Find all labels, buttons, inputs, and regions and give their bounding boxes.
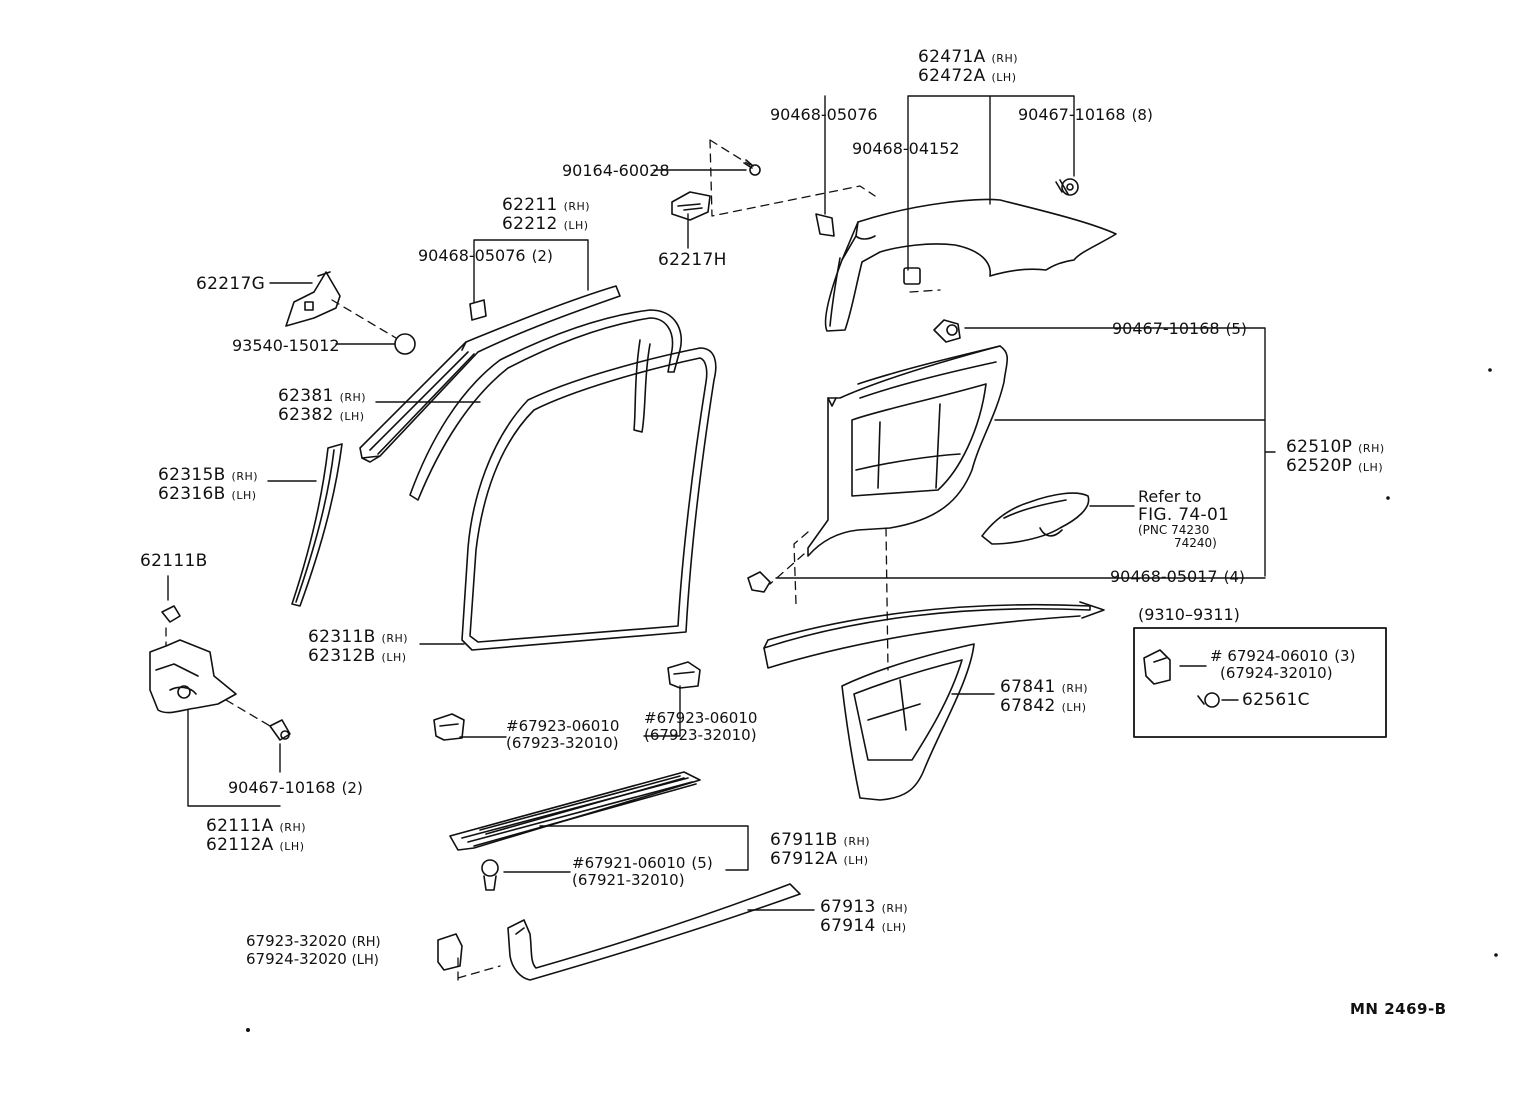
clip-90467-10168-2	[269, 719, 291, 741]
label-67911B: 67911B(RH) 67912A(LH)	[770, 830, 871, 869]
label-62315B: 62315B(RH) 62316B(LH)	[158, 465, 259, 504]
label-67841: 67841(RH) 67842(LH)	[1000, 677, 1089, 716]
screw-90164	[743, 159, 761, 176]
roof-rail-garnish	[359, 285, 621, 463]
label-90468-05076-top: 90468-05076	[770, 105, 878, 124]
label-62111B: 62111B	[140, 551, 208, 571]
cowl-side-trim	[149, 605, 237, 714]
label-inset-clip: # 67924-06010(3) (67924-32010)	[1210, 647, 1356, 682]
label-90467-10168-2: 90467-10168(2)	[228, 778, 363, 797]
drawing-code: MN 2469-B	[1350, 1000, 1447, 1018]
label-62217G: 62217G	[196, 274, 266, 294]
scuff-plate	[449, 771, 701, 851]
door-opening-trim-62381	[409, 309, 682, 501]
label-62381: 62381(RH) 62382(LH)	[278, 386, 367, 425]
rocker-cover	[507, 883, 801, 981]
clip-67923-32020	[437, 933, 463, 971]
label-62311B: 62311B(RH) 62312B(LH)	[308, 627, 409, 666]
quarter-lower-trim	[841, 643, 975, 801]
label-67921: #67921-06010(5) (67921-32010)	[572, 854, 713, 889]
bracket-62217G	[285, 271, 416, 355]
label-90164-60028: 90164-60028	[562, 161, 670, 180]
label-67913: 67913(RH) 67914(LH)	[820, 897, 909, 936]
dashed-reference-lines	[165, 139, 941, 983]
leader-lines	[167, 95, 1276, 911]
bracket-62217H	[671, 191, 711, 221]
label-90467-10168-5: 90467-10168(5)	[1112, 319, 1247, 338]
label-62211: 62211(RH) 62212(LH)	[502, 195, 591, 234]
quarter-trim-panel	[807, 345, 1009, 557]
label-67923-b: #67923-06010 (67923-32010)	[644, 709, 758, 744]
quarter-upper-trim	[815, 198, 1117, 332]
label-93540-15012: 93540-15012	[232, 336, 340, 355]
label-90468-05017-4: 90468-05017(4)	[1110, 567, 1245, 586]
label-refer-fig: Refer to FIG. 74-01 (PNC 74230 74240)	[1138, 487, 1230, 550]
label-67923-32020: 67923-32020 (RH) 67924-32020 (LH)	[246, 932, 381, 969]
label-90468-05076-2: 90468-05076(2)	[418, 246, 553, 265]
clip-90467-10168-5	[933, 319, 961, 343]
clip-90467-10168-8	[1055, 178, 1079, 196]
label-90468-04152: 90468-04152	[852, 139, 960, 158]
front-pillar-garnish	[291, 443, 343, 607]
door-weatherstrip-loop	[461, 347, 717, 651]
rear-garnish-strip	[763, 601, 1105, 669]
label-90467-10168-8: 90467-10168(8)	[1018, 105, 1153, 124]
label-62471A: 62471A(RH) 62472A(LH)	[918, 47, 1019, 86]
clip-67921	[481, 859, 499, 891]
label-62510P: 62510P(RH) 62520P(LH)	[1286, 437, 1385, 476]
inset-box	[1133, 627, 1387, 738]
label-62111A: 62111A(RH) 62112A(LH)	[206, 816, 307, 855]
label-62217H: 62217H	[658, 250, 727, 270]
label-67923-a: #67923-06010 (67923-32010)	[506, 717, 620, 752]
label-62561C: 62561C	[1242, 690, 1310, 710]
assist-grip	[981, 492, 1090, 545]
inset-title: (9310–9311)	[1138, 605, 1240, 624]
clip-67923-a	[433, 713, 465, 741]
clip-90468-05017-4	[747, 571, 771, 593]
clip-67923-b	[667, 661, 701, 689]
